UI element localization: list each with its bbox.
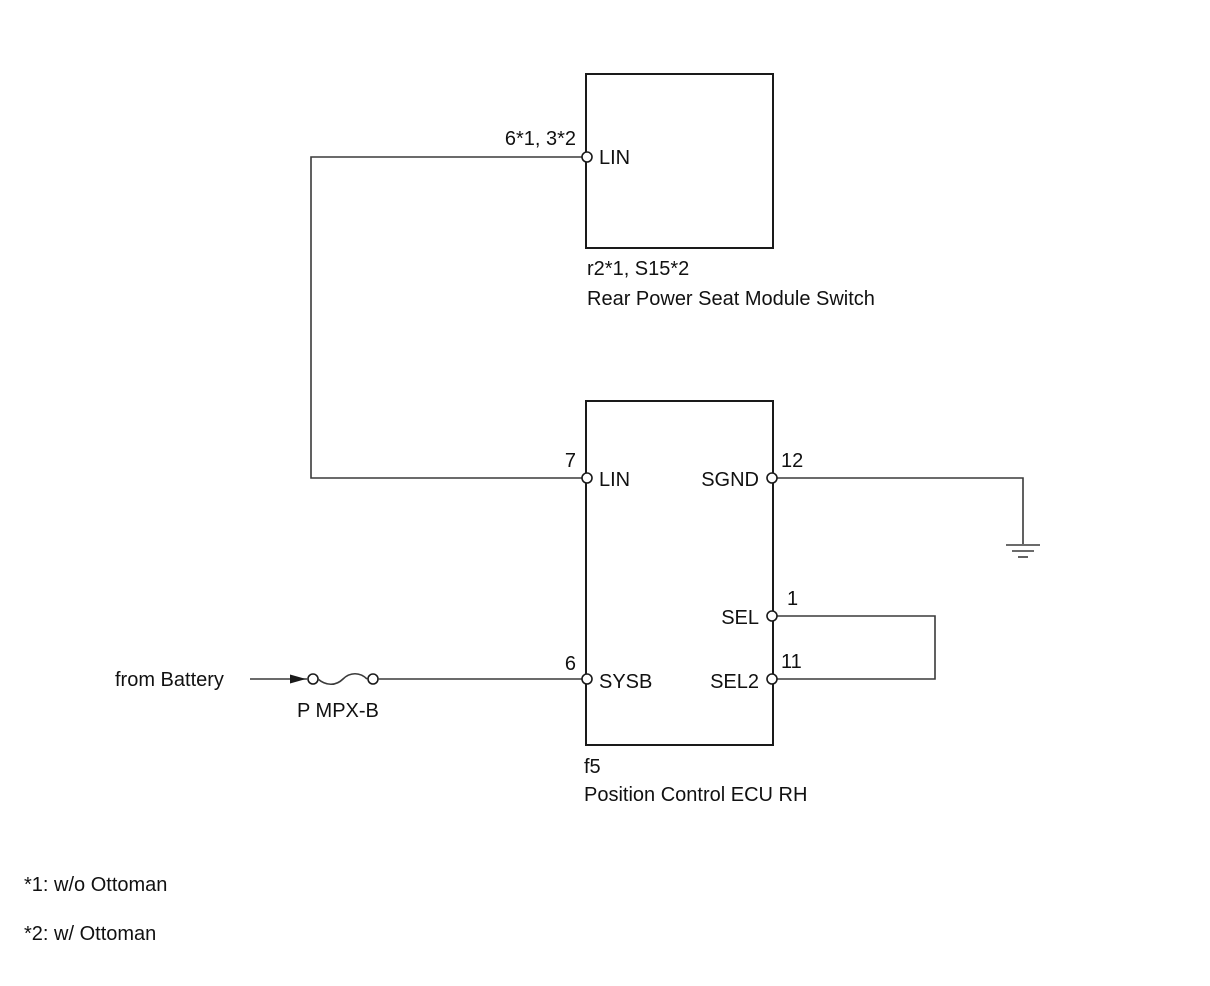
battery-source-label: from Battery (115, 669, 224, 691)
ecu-sgnd-pin-label: SGND (701, 469, 759, 491)
fuse-label: P MPX-B (297, 700, 379, 722)
ecu-sysb-pin-label: SYSB (599, 671, 652, 693)
sgnd-wire (777, 477, 1024, 544)
position-control-ecu-box (585, 400, 774, 746)
ecu-sel-pin-label: SEL (721, 607, 759, 629)
ecu-lin-pin-number: 7 (565, 450, 576, 472)
ecu-name-label: Position Control ECU RH (584, 784, 807, 806)
ecu-sysb-pin-number: 6 (565, 653, 576, 675)
ecu-sel2-terminal (766, 673, 778, 685)
ecu-connector-label: f5 (584, 756, 601, 778)
switch-connector-label: r2*1, S15*2 (587, 258, 689, 280)
ecu-sel-pin-number: 1 (787, 588, 798, 610)
switch-name-label: Rear Power Seat Module Switch (587, 288, 875, 310)
arrow-icon (290, 674, 306, 684)
ecu-sel2-pin-number: 11 (781, 651, 802, 673)
fuse-terminal-left (307, 673, 319, 685)
fuse-icon (317, 672, 368, 686)
ecu-sel2-pin-label: SEL2 (710, 671, 759, 693)
ground-icon (1006, 544, 1040, 558)
switch-lin-pin-label: LIN (599, 147, 630, 169)
footnote-2: *2: w/ Ottoman (24, 923, 157, 945)
switch-lin-pin-number: 6*1, 3*2 (505, 128, 576, 150)
switch-lin-terminal (581, 151, 593, 163)
ecu-sgnd-pin-number: 12 (781, 450, 803, 472)
sel-loop-wire (777, 615, 936, 680)
footnote-1: *1: w/o Ottoman (24, 874, 168, 896)
ecu-sysb-terminal (581, 673, 593, 685)
lin-wire (310, 156, 582, 479)
fuse-terminal-right (367, 673, 379, 685)
ecu-lin-pin-label: LIN (599, 469, 630, 491)
ecu-lin-terminal (581, 472, 593, 484)
ecu-sel-terminal (766, 610, 778, 622)
ecu-sgnd-terminal (766, 472, 778, 484)
